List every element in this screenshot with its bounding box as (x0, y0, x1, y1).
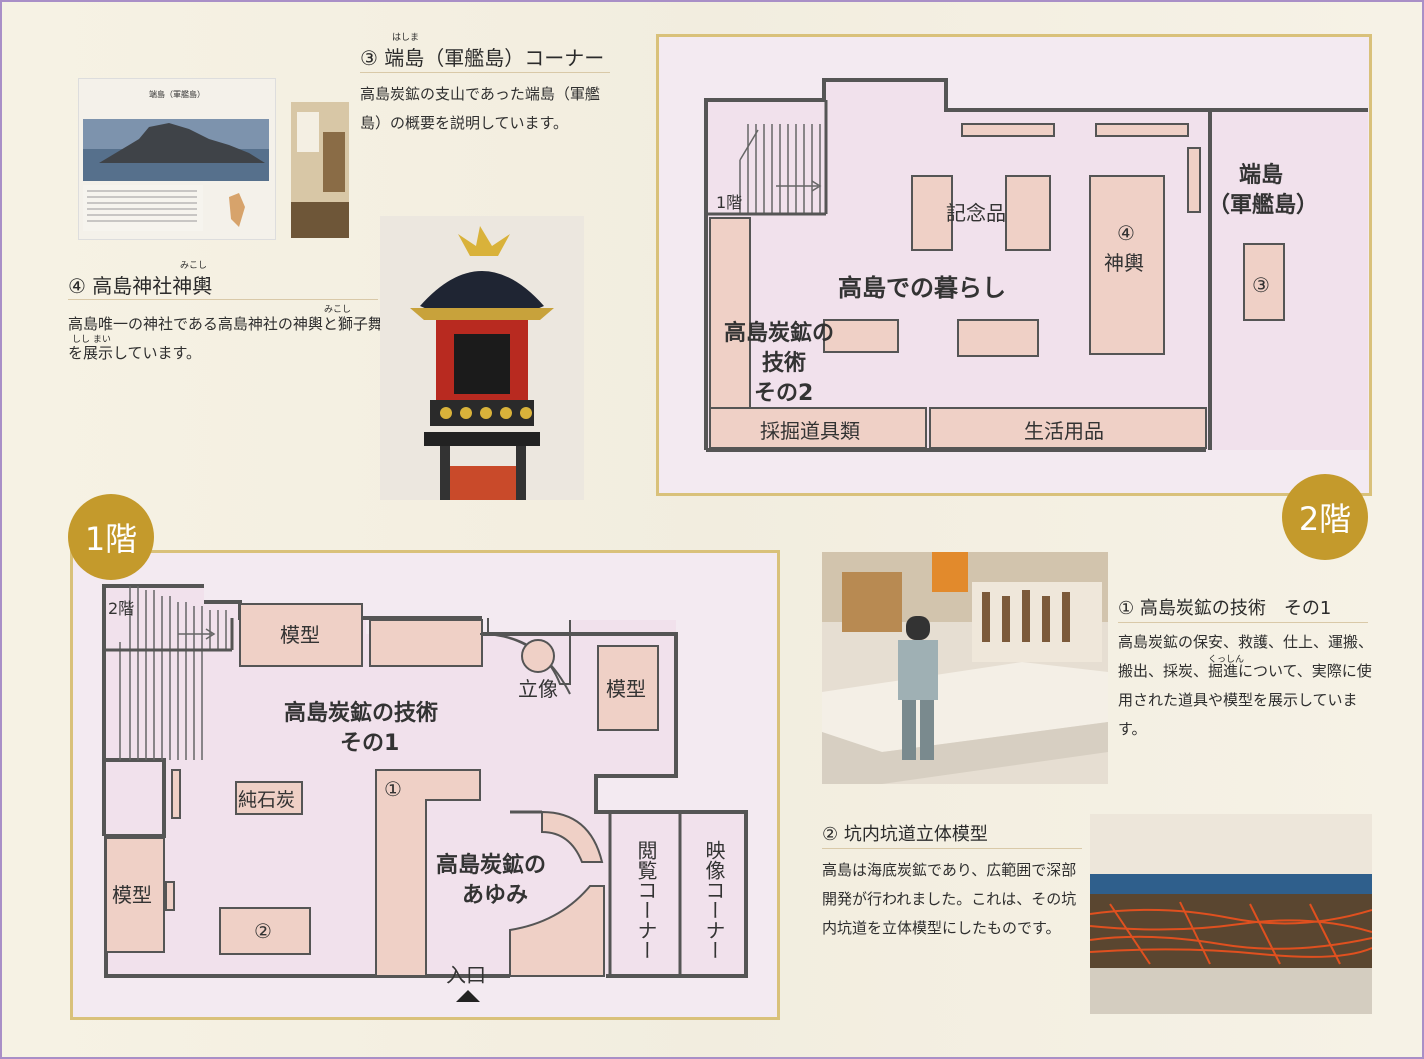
room-model-top: 模型 (280, 623, 320, 647)
corner3-text: 高島炭鉱の支山であった端島（軍艦島）の概要を説明しています。 (360, 85, 600, 132)
corner2-title: ② 坑内坑道立体模型 (822, 824, 988, 845)
room-num2: ② (254, 919, 272, 943)
tunnel-model-photo (1090, 814, 1372, 1014)
room-history-line1: 高島炭鉱の (436, 852, 546, 878)
room-souvenir: 記念品 (946, 201, 1006, 225)
room-tech1-line1: 高島炭鉱の技術 (284, 700, 438, 726)
corner1-title: ① 高島炭鉱の技術 その1 (1118, 598, 1332, 619)
floor2-panel: 1階 記念品 ④ 神輿 端島 （軍艦島） ③ 高島での暮らし 高島炭鉱の 技術 … (656, 34, 1372, 496)
entrance-arrow-icon (456, 990, 480, 1002)
room-life: 高島での暮らし (838, 274, 1006, 302)
corner3-ruby: はしま (392, 33, 420, 43)
room-tech2-line2: 技術 (762, 350, 806, 376)
room-tech1-line2: その1 (340, 731, 399, 756)
corner2-rule (822, 848, 1082, 849)
room-video: 映像コーナー (702, 840, 726, 960)
corner4-rule (68, 299, 378, 300)
room-history-line2: あゆみ (462, 883, 528, 908)
corner1-ruby: くっしん (1208, 655, 1245, 665)
room-num3: ③ (1252, 273, 1270, 297)
room-reading: 閲覧コーナー (634, 840, 658, 960)
corner3-rule (360, 72, 610, 73)
room-tech2-line3: その2 (754, 381, 813, 406)
exhibit1-photo (822, 552, 1108, 784)
floor2-stairs-label: 1階 (716, 193, 742, 212)
room-model-right: 模型 (606, 677, 646, 701)
floor1-stairs-label: 2階 (108, 599, 134, 618)
floor2-map: 1階 記念品 ④ 神輿 端島 （軍艦島） ③ 高島での暮らし 高島炭鉱の 技術 … (704, 78, 1368, 452)
corner1-rule (1118, 622, 1368, 623)
floor1-badge: 1階 (68, 494, 154, 580)
room-tech2-line1: 高島炭鉱の (724, 320, 834, 346)
corner4-text-ruby-2: しし まい (72, 335, 111, 345)
floor2-badge: 2階 (1282, 474, 1368, 560)
corner4-title: みこし ④ 高島神社神輿 (68, 261, 212, 299)
floor1-map: 2階 模型 模型 立像 高島炭鉱の技術 その1 純石炭 ① 模型 ② 高島炭鉱の… (102, 584, 748, 1002)
corner2-text: 高島は海底炭鉱であり、広範囲で深部開発が行われました。これは、その坑内坑道を立体… (822, 861, 1077, 937)
room-entrance: 入口 (446, 963, 486, 987)
corner1-text: 高島炭鉱の保安、救護、仕上、運搬、搬出、採炭、掘進について、実際に使用された道具… (1118, 633, 1374, 738)
room-mikoshi-num: ④ (1117, 221, 1135, 245)
room-coal: 純石炭 (238, 789, 295, 811)
room-mikoshi: 神輿 (1104, 251, 1144, 275)
room-statue: 立像 (518, 677, 558, 701)
corner4-text-ruby-1: みこし (324, 305, 352, 315)
room-hashima-line1: 端島 (1239, 162, 1283, 188)
corner4-text: 高島唯一の神社である高島神社の神輿と獅子舞を展示しています。 (68, 315, 383, 362)
room-num1: ① (384, 777, 402, 801)
room-hashima-line2: （軍艦島） (1208, 192, 1318, 218)
floor1-panel: 2階 模型 模型 立像 高島炭鉱の技術 その1 純石炭 ① 模型 ② 高島炭鉱の… (70, 550, 780, 1020)
room-goods: 生活用品 (1024, 419, 1104, 443)
museum-interior-photo (291, 102, 349, 238)
hashima-photo-caption: 端島（軍艦島） (149, 90, 205, 99)
room-model-left: 模型 (112, 883, 152, 907)
hashima-photo: 端島（軍艦島） (78, 78, 276, 240)
room-tools: 採掘道具類 (760, 419, 860, 443)
corner3-title: はしま ③ 端島（軍艦島）コーナー (360, 33, 604, 71)
corner4-ruby: みこし (180, 261, 208, 271)
mikoshi-photo (380, 216, 584, 500)
